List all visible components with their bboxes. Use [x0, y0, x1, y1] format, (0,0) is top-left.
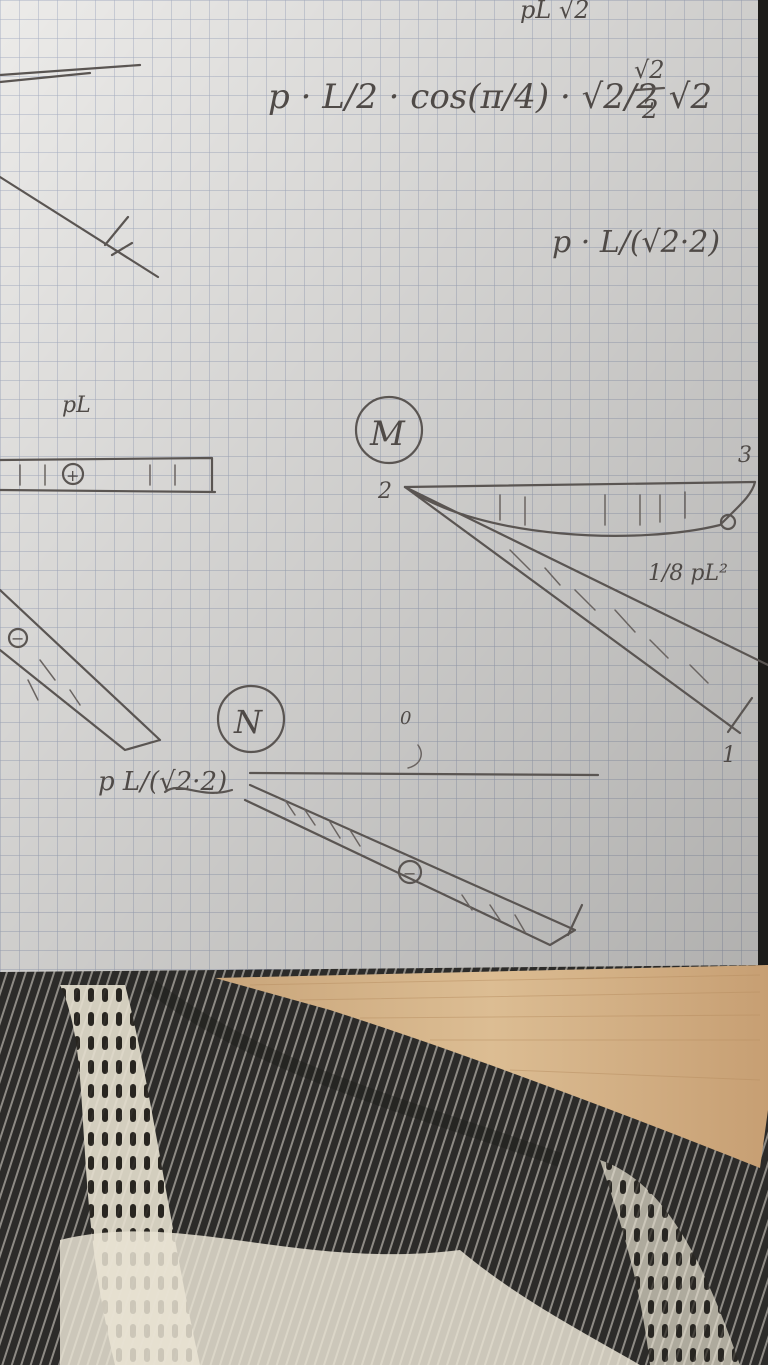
- beam-left-inclined: − p L/(√2·2): [0, 588, 234, 797]
- sqrt2-label: √2: [634, 56, 665, 84]
- formula-top: p · L/2 · cos(π/4) · √2/2 √2 √2 2 pL √2: [268, 0, 712, 125]
- label-M: M: [369, 414, 406, 454]
- moment-diagram-M: M 2 3 1/8 pL² 1: [354, 395, 768, 768]
- plus-sign: +: [66, 466, 79, 485]
- node-2: 2: [377, 479, 392, 504]
- node-3: 3: [738, 443, 752, 468]
- p-fraction-right: p · L/(√2·2): [552, 225, 720, 260]
- normal-force-diagram-N: N 0 −: [216, 684, 600, 947]
- top-right-label: pL √2: [520, 0, 590, 24]
- graph-paper: [0, 0, 768, 972]
- beam-pL: pL +: [0, 393, 217, 494]
- minus-N: −: [403, 864, 416, 883]
- pL-label: pL: [62, 393, 91, 418]
- label-N: N: [233, 703, 263, 741]
- two-label: 2: [641, 95, 659, 125]
- minus-left: −: [11, 629, 24, 648]
- wooden-desk: [215, 965, 768, 1168]
- node-1: 1: [722, 743, 736, 768]
- top-left-sketch: [0, 63, 160, 279]
- formula-text: p · L/2 · cos(π/4) · √2/2 √2: [268, 77, 712, 117]
- eighth-label: 1/8 pL²: [648, 561, 728, 586]
- zero-label: 0: [400, 708, 411, 729]
- p-fraction-text: p · L/(√2·2): [552, 225, 720, 260]
